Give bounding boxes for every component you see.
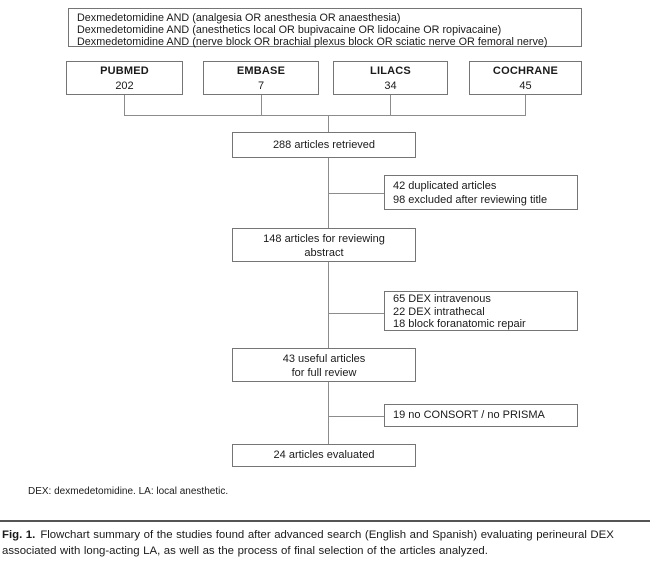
- caption-line-1: Fig. 1. Flowchart summary of the studies …: [2, 528, 648, 544]
- flow-box-articles-evaluated: 24 articles evaluated: [232, 444, 416, 467]
- database-count: 34: [384, 80, 397, 92]
- database-count: 202: [115, 80, 134, 92]
- exclusion-line: 98 excluded after reviewing title: [393, 194, 548, 206]
- search-query-line: Dexmedetomidine AND (analgesia OR anesth…: [77, 12, 401, 24]
- flow-box-line: for full review: [291, 367, 357, 379]
- connector-trunk-to-retrieved: [328, 115, 329, 132]
- exclusion-line: 42 duplicated articles: [393, 180, 497, 192]
- search-query-box: Dexmedetomidine AND (analgesia OR anesth…: [68, 8, 582, 48]
- connector-trunk-to-evaluated: [328, 382, 329, 444]
- search-query-line: Dexmedetomidine AND (anesthetics local O…: [77, 24, 502, 36]
- caption-text: Flowchart summary of the studies found a…: [40, 529, 614, 541]
- connector-stub-pubmed: [124, 95, 125, 115]
- database-count: 7: [257, 80, 265, 92]
- figure-caption: Fig. 1. Flowchart summary of the studies …: [2, 528, 648, 559]
- database-name: EMBASE: [236, 65, 286, 77]
- figure-label: Fig. 1.: [2, 529, 36, 541]
- exclusion-box-duplicates: 42 duplicated articles 98 excluded after…: [384, 175, 578, 210]
- flow-box-line: 148 articles for reviewing: [263, 233, 385, 245]
- flow-box-line: abstract: [304, 247, 344, 259]
- connector-branch-duplicates: [328, 193, 384, 194]
- exclusion-box-dex-routes: 65 DEX intravenous 22 DEX intrathecal 18…: [384, 291, 578, 331]
- exclusion-box-no-consort-prisma: 19 no CONSORT / no PRISMA: [384, 404, 578, 427]
- search-query-line: Dexmedetomidine AND (nerve block OR brac…: [77, 36, 548, 48]
- database-name: LILACS: [370, 65, 411, 77]
- connector-stub-lilacs: [390, 95, 391, 115]
- flow-box-full-review: 43 useful articles for full review: [232, 348, 416, 382]
- connector-horizontal-rail: [124, 115, 526, 116]
- exclusion-line: 65 DEX intravenous: [393, 293, 491, 305]
- flow-box-line: 43 useful articles: [282, 353, 366, 365]
- database-box-pubmed: PUBMED 202: [66, 61, 183, 95]
- connector-trunk-to-fullreview: [328, 262, 329, 348]
- connector-stub-cochrane: [525, 95, 526, 115]
- database-box-embase: EMBASE 7: [203, 61, 319, 95]
- database-box-lilacs: LILACS 34: [333, 61, 448, 95]
- flow-box-articles-retrieved: 288 articles retrieved: [232, 132, 416, 158]
- connector-branch-consort: [328, 416, 384, 417]
- exclusion-line: 19 no CONSORT / no PRISMA: [393, 409, 545, 421]
- database-name: COCHRANE: [492, 65, 559, 77]
- connector-stub-embase: [261, 95, 262, 115]
- exclusion-line: 18 block foranatomic repair: [393, 318, 526, 331]
- database-name: PUBMED: [100, 65, 149, 77]
- abbreviation-footnote: DEX: dexmedetomidine. LA: local anesthet…: [28, 486, 229, 497]
- exclusion-line: 22 DEX intrathecal: [393, 305, 485, 318]
- flow-box-reviewing-abstract: 148 articles for reviewing abstract: [232, 228, 416, 262]
- database-box-cochrane: COCHRANE 45: [469, 61, 582, 95]
- connector-branch-dex-exclusions: [328, 313, 384, 314]
- caption-line-2: associated with long-acting LA, as well …: [2, 544, 488, 557]
- caption-separator-rule: [0, 520, 650, 522]
- database-count: 45: [519, 80, 532, 92]
